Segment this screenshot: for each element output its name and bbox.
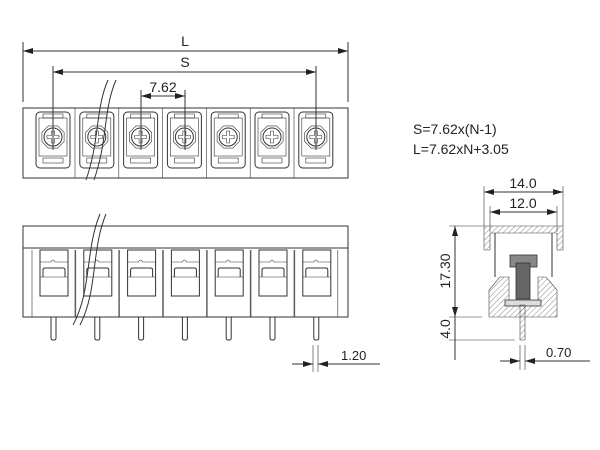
pin bbox=[313, 317, 320, 341]
front-body bbox=[22, 225, 349, 318]
front-cell bbox=[119, 249, 163, 341]
side-view: 14.0 12.0 17.30 4.0 0.70 bbox=[437, 175, 590, 370]
screw-nut bbox=[304, 125, 328, 149]
cross-slot-icon bbox=[221, 130, 235, 144]
dim-label-body-height: 17.30 bbox=[437, 253, 453, 288]
terminal-cell bbox=[123, 111, 159, 169]
screw-icon bbox=[262, 127, 282, 147]
cross-slot-icon bbox=[46, 130, 60, 144]
dim-label-pitch: 7.62 bbox=[149, 79, 176, 95]
dim-label-pin-width: 1.20 bbox=[341, 348, 366, 363]
front-view: 1.20 bbox=[22, 213, 380, 372]
pin bbox=[138, 317, 145, 341]
screw-icon bbox=[43, 127, 63, 147]
terminal-cell bbox=[254, 111, 290, 169]
break-line bbox=[85, 79, 117, 181]
front-cell bbox=[163, 249, 207, 341]
front-cell bbox=[250, 249, 295, 341]
pin bbox=[94, 317, 101, 341]
terminal-cell bbox=[35, 111, 71, 169]
terminal-cell bbox=[79, 111, 115, 169]
screw-nut bbox=[129, 125, 152, 149]
cross-slot-icon bbox=[134, 130, 147, 144]
top-view: L S 7.62 bbox=[22, 33, 349, 181]
screw-nut bbox=[216, 125, 240, 149]
terminal-cell bbox=[210, 111, 246, 169]
cross-slot-icon bbox=[178, 130, 191, 144]
screw-icon bbox=[218, 127, 238, 147]
screw-nut bbox=[41, 125, 65, 149]
pin bbox=[181, 317, 188, 341]
front-cell bbox=[75, 249, 120, 341]
dim-label-pin-thickness: 0.70 bbox=[546, 345, 571, 360]
terminal-cell bbox=[166, 111, 202, 169]
cross-slot-icon bbox=[309, 130, 323, 144]
formula-l: L=7.62xN+3.05 bbox=[413, 141, 509, 157]
screw-nut bbox=[85, 125, 109, 149]
formula-s: S=7.62x(N-1) bbox=[413, 121, 497, 137]
front-cell bbox=[206, 249, 251, 341]
dim-label-depth-outer: 14.0 bbox=[509, 175, 536, 191]
terminal-cell bbox=[298, 111, 334, 169]
dim-label-l: L bbox=[181, 33, 189, 49]
dim-label-s: S bbox=[180, 54, 189, 70]
screw-icon bbox=[174, 127, 194, 147]
front-cell bbox=[294, 249, 339, 341]
dim-label-depth-inner: 12.0 bbox=[509, 195, 536, 211]
dim-label-pin-length: 4.0 bbox=[437, 319, 453, 339]
top-body bbox=[22, 107, 349, 179]
cross-slot-icon bbox=[265, 130, 279, 144]
front-cell bbox=[31, 249, 76, 341]
side-pin bbox=[519, 304, 526, 341]
screw-nut bbox=[260, 125, 284, 149]
screw-icon bbox=[306, 127, 326, 147]
break-line bbox=[72, 213, 107, 326]
pin bbox=[269, 317, 276, 341]
screw-icon bbox=[131, 127, 151, 147]
pin bbox=[50, 317, 57, 341]
screw-nut bbox=[173, 125, 196, 149]
pin bbox=[225, 317, 232, 341]
